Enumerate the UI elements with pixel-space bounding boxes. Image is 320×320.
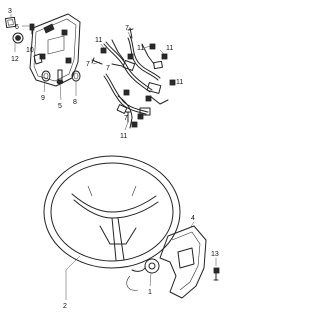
callout-11d: 11 bbox=[176, 79, 183, 86]
part-3-badge bbox=[4, 16, 17, 29]
part-1-horn-contact bbox=[126, 258, 160, 291]
part-5-pin bbox=[56, 69, 64, 85]
callout-13: 13 bbox=[211, 251, 219, 258]
callout-1: 1 bbox=[148, 289, 152, 296]
leader-lines bbox=[10, 14, 217, 300]
callout-11a: 11 bbox=[95, 37, 102, 44]
callout-3: 3 bbox=[8, 8, 12, 15]
wiring-harness bbox=[103, 35, 169, 129]
steering-wheel bbox=[43, 155, 181, 269]
callout-7a: 7 bbox=[125, 25, 129, 32]
part-4-hub-cover bbox=[159, 225, 207, 299]
callout-11b: 11 bbox=[137, 45, 144, 52]
callout-7c: 7 bbox=[106, 65, 110, 72]
part-11-connectors bbox=[100, 43, 176, 128]
callout-6: 6 bbox=[15, 24, 19, 31]
callout-12: 12 bbox=[11, 56, 19, 63]
callout-11e: 11 bbox=[120, 133, 127, 140]
callout-7b: 7 bbox=[86, 61, 90, 68]
parts-diagram: 3 6 12 10 9 5 8 11 7 11 7 11 11 7 11 7 4… bbox=[4, 8, 220, 310]
part-12-cap bbox=[12, 32, 24, 44]
part-9-button bbox=[41, 70, 51, 82]
callout-5: 5 bbox=[58, 103, 62, 110]
callout-9: 9 bbox=[41, 95, 45, 102]
callout-7d: 7 bbox=[124, 115, 128, 122]
callout-8: 8 bbox=[73, 99, 77, 106]
part-6-screw bbox=[29, 23, 35, 35]
callout-11c: 11 bbox=[166, 45, 173, 52]
part-10-clip bbox=[33, 53, 43, 65]
callout-10: 10 bbox=[26, 47, 34, 54]
part-7-screws bbox=[91, 27, 134, 123]
callouts: 3 6 12 10 9 5 8 11 7 11 7 11 11 7 11 7 4… bbox=[8, 8, 219, 310]
callout-2: 2 bbox=[63, 303, 67, 310]
part-13-screw bbox=[213, 267, 220, 281]
callout-4: 4 bbox=[191, 215, 195, 222]
